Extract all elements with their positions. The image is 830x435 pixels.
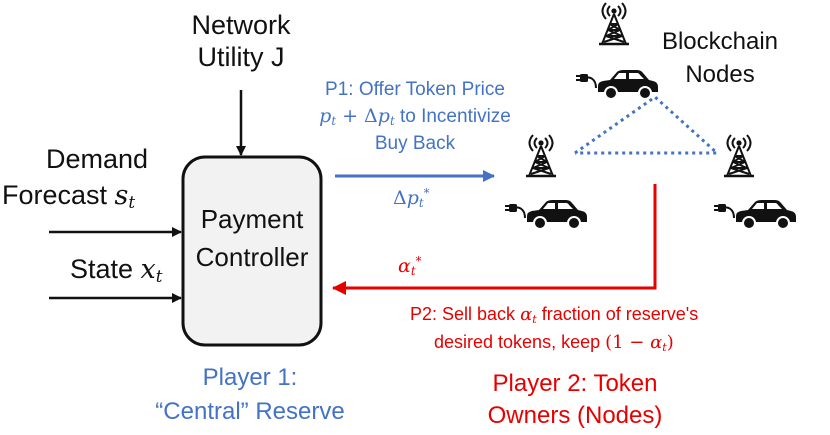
cell-tower-icon — [722, 133, 756, 178]
electric-car-icon — [713, 199, 797, 230]
player1-label: Player 1: “Central” Reserve — [155, 364, 345, 425]
p2-sellback-arrow — [332, 184, 657, 295]
payment-controller-label: Payment Controller — [195, 204, 309, 272]
blockchain-link-dotted — [574, 95, 721, 155]
payment-controller-box — [181, 155, 323, 347]
demand-label-line1: Demand — [46, 144, 149, 174]
p1-message: P1: Offer Token Price pt + Δpt to Incent… — [290, 80, 540, 153]
demand-forecast-label: Forecast st — [2, 180, 136, 213]
p2-message-line2: desired tokens, keep (1 − αt) — [434, 332, 674, 354]
p1-signal-label: Δpt* — [393, 186, 430, 210]
p2-signal-label: αt* — [398, 254, 422, 278]
state-label: State xt — [70, 254, 163, 287]
network-utility-label: Network Utility J — [191, 10, 291, 72]
p2-message-line1: P2: Sell back αt fraction of reserve's — [410, 304, 699, 326]
cell-tower-icon — [597, 1, 631, 46]
p1-price-line: pt + Δpt to Incentivize — [319, 105, 511, 128]
blockchain-nodes-label: Blockchain Nodes — [661, 28, 779, 88]
electric-car-icon — [575, 69, 659, 100]
player2-label: Player 2: Token Owners (Nodes) — [487, 370, 663, 429]
electric-car-icon — [504, 199, 588, 230]
